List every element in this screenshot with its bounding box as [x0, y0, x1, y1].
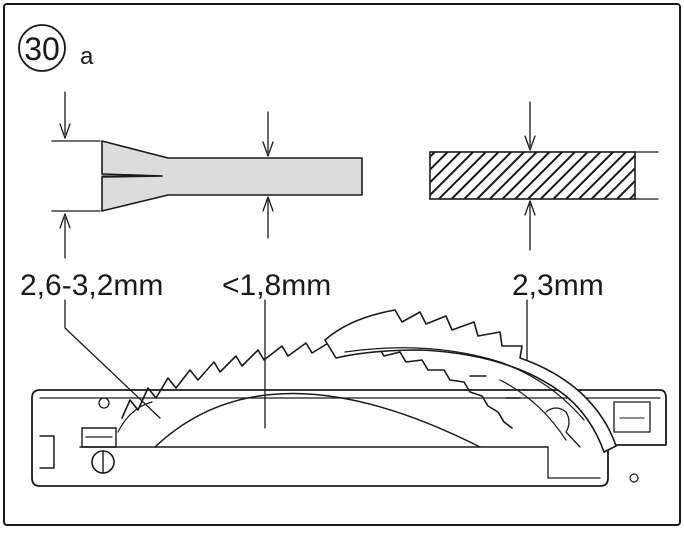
step-number: 30 [24, 31, 60, 67]
splitter-section-detail [429, 101, 659, 251]
riving-knife-width-label: 2,6-3,2mm [20, 269, 163, 302]
saw-blade-arc [154, 392, 481, 448]
saw-blade-teeth [121, 341, 513, 429]
base-step [547, 446, 601, 479]
blade-body-thickness-label: <1,8mm [222, 269, 331, 302]
riving-knife-leader [64, 299, 161, 419]
splitter-section-hatched [429, 151, 636, 200]
splitter-top-arrowhead [524, 135, 536, 151]
blade-profile-detail [51, 91, 363, 259]
guard-lower-edge [499, 379, 567, 441]
blade-inner-arc [117, 401, 153, 433]
saw-base-plate [31, 389, 667, 487]
splitter-thickness-label: 2,3mm [512, 269, 604, 302]
body-bottom-arrowhead [262, 196, 274, 212]
guard-screw-right [629, 473, 639, 483]
step-number-circle [18, 24, 66, 72]
guard-inner-curve [344, 347, 585, 421]
step-badge: 30 a [18, 24, 94, 72]
step-letter: a [80, 43, 94, 70]
knife-mount-block [81, 427, 117, 448]
splitter-bottom-arrowhead [524, 200, 536, 216]
blade-guard [324, 309, 617, 453]
base-screw-hole [98, 397, 110, 409]
kerf-bottom-arrowhead [59, 213, 71, 229]
body-top-arrowhead [262, 141, 274, 157]
guard-mount [545, 407, 581, 448]
base-end-tab [39, 435, 55, 469]
figure-frame [3, 3, 681, 526]
blade-tooth-profile [101, 140, 363, 212]
kerf-top-arrowhead [59, 123, 71, 139]
saw-assembly [31, 309, 667, 487]
guard-bracket [613, 401, 651, 433]
